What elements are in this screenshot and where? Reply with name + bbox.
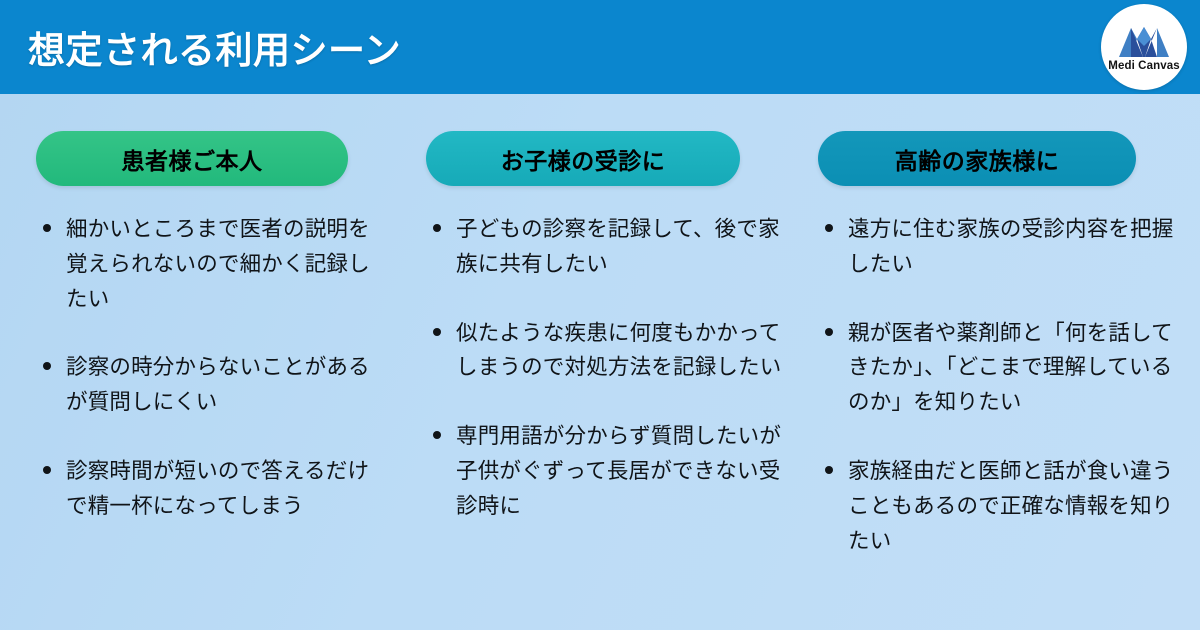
list-item-text: 子どもの診察を記録して、後で家族に共有したい	[456, 217, 780, 276]
bullet-dot-icon	[433, 327, 441, 336]
bullet-dot-icon	[43, 362, 51, 371]
column-heading-elderly: 高齢の家族様に	[818, 131, 1136, 186]
brand-logo: Medi Canvas	[1101, 4, 1187, 90]
scenario-column-child: お子様の受診に 子どもの診察を記録して、後で家族に共有したい 似たような疾患に何…	[400, 94, 800, 630]
bullet-list-child: 子どもの診察を記録して、後で家族に共有したい 似たような疾患に何度もかかってしま…	[426, 212, 786, 524]
list-item: 子どもの診察を記録して、後で家族に共有したい	[426, 212, 786, 282]
brand-name: Medi Canvas	[1108, 60, 1180, 72]
bullet-dot-icon	[825, 466, 833, 475]
bullet-dot-icon	[43, 224, 51, 232]
list-item-text: 親が医者や薬剤師と「何を話してきたか」、「どこまで理解しているのか」を知りたい	[848, 320, 1173, 415]
list-item-text: 遠方に住む家族の受診内容を把握したい	[848, 217, 1174, 276]
list-item-text: 家族経由だと医師と話が食い違うこともあるので正確な情報を知りたい	[848, 459, 1174, 553]
list-item: 似たような疾患に何度もかかってしまうので対処方法を記録したい	[426, 316, 786, 386]
bullet-dot-icon	[825, 224, 833, 232]
scenario-column-elderly: 高齢の家族様に 遠方に住む家族の受診内容を把握したい 親が医者や薬剤師と「何を話…	[800, 94, 1200, 630]
bullet-list-elderly: 遠方に住む家族の受診内容を把握したい 親が医者や薬剤師と「何を話してきたか」、「…	[818, 212, 1176, 559]
page-title: 想定される利用シーン	[28, 30, 402, 71]
page-header: 想定される利用シーン Medi Canvas	[0, 0, 1200, 94]
list-item: 診察時間が短いので答えるだけで精一杯になってしまう	[36, 454, 386, 524]
bullet-dot-icon	[433, 224, 441, 232]
list-item-text: 専門用語が分からず質問したいが子供がぐずって長居ができない受診時に	[456, 424, 782, 518]
scenario-column-patient: 患者様ご本人 細かいところまで医者の説明を覚えられないので細かく記録したい 診察…	[0, 94, 400, 630]
column-heading-patient: 患者様ご本人	[36, 131, 348, 186]
list-item: 診察の時分からないことがあるが質問しにくい	[36, 350, 386, 420]
list-item: 専門用語が分からず質問したいが子供がぐずって長居ができない受診時に	[426, 419, 786, 523]
list-item: 親が医者や薬剤師と「何を話してきたか」、「どこまで理解しているのか」を知りたい	[818, 316, 1176, 420]
bullet-dot-icon	[43, 466, 51, 475]
list-item-text: 細かいところまで医者の説明を覚えられないので細かく記録したい	[66, 217, 370, 311]
scenario-columns: 患者様ご本人 細かいところまで医者の説明を覚えられないので細かく記録したい 診察…	[0, 94, 1200, 630]
list-item: 家族経由だと医師と話が食い違うこともあるので正確な情報を知りたい	[818, 454, 1176, 558]
column-heading-child: お子様の受診に	[426, 131, 740, 186]
list-item: 遠方に住む家族の受診内容を把握したい	[818, 212, 1176, 282]
list-item-text: 診察の時分からないことがあるが質問しにくい	[66, 355, 370, 415]
bullet-dot-icon	[433, 431, 441, 440]
bullet-list-patient: 細かいところまで医者の説明を覚えられないので細かく記録したい 診察の時分からない…	[36, 212, 386, 524]
list-item-text: 診察時間が短いので答えるだけで精一杯になってしまう	[66, 459, 370, 518]
list-item: 細かいところまで医者の説明を覚えられないので細かく記録したい	[36, 212, 386, 316]
bullet-dot-icon	[825, 327, 833, 336]
mountain-m-icon	[1118, 22, 1170, 58]
list-item-text: 似たような疾患に何度もかかってしまうので対処方法を記録したい	[456, 320, 782, 380]
